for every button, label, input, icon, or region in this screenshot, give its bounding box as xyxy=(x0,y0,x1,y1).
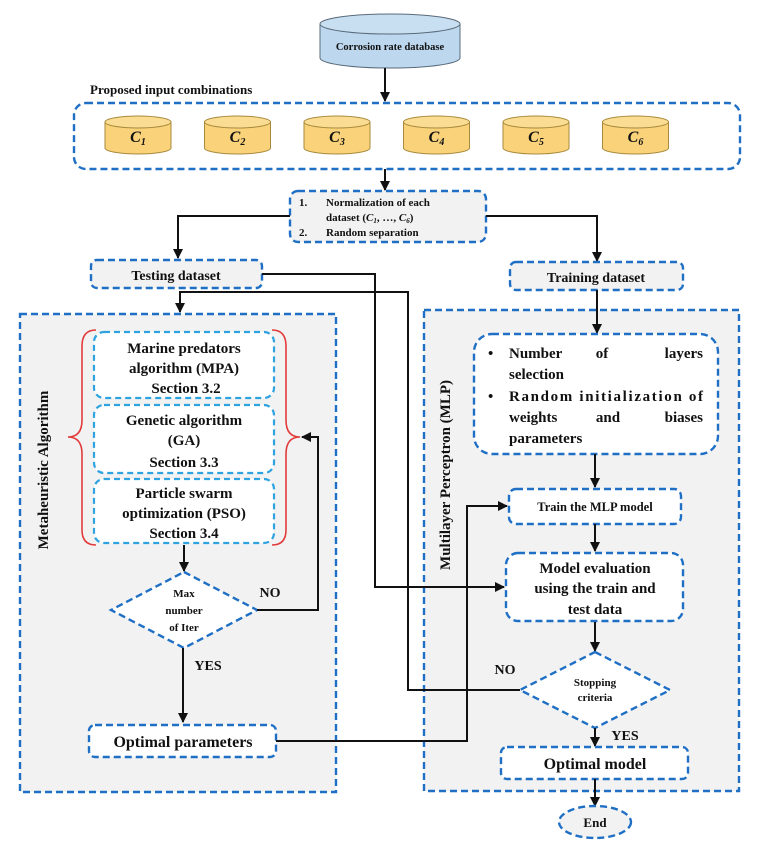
testing-dataset-label: Testing dataset xyxy=(131,269,221,284)
algorithm-box-pso xyxy=(92,477,276,545)
algorithm-box-ga xyxy=(92,403,276,475)
mlp-setup-text: • Number of layers selection • Random in… xyxy=(488,346,704,447)
arrow-no-loop xyxy=(257,432,319,611)
dataset-cylinder-c3: C3 xyxy=(303,115,371,155)
svg-text:of Iter: of Iter xyxy=(169,622,199,634)
model-evaluation-box xyxy=(504,551,685,623)
dataset-label: C6 xyxy=(628,129,644,148)
dataset-cylinder-c6: C6 xyxy=(602,115,669,155)
algorithm-box-mpa xyxy=(92,330,276,400)
dataset-cylinder-c4: C4 xyxy=(403,115,470,155)
svg-text:Section 3.2: Section 3.2 xyxy=(151,381,220,397)
svg-text:and: and xyxy=(596,410,621,426)
dataset-cylinder-c2: C2 xyxy=(204,115,271,155)
dataset-cylinder-c5: C5 xyxy=(502,115,570,155)
stopping-no-label: NO xyxy=(495,663,516,678)
dataset-label: C1 xyxy=(130,129,146,148)
svg-text:1.: 1. xyxy=(299,197,308,209)
dataset-label: C5 xyxy=(528,129,544,148)
arrow-testing-to-evaluation xyxy=(262,273,505,592)
svg-text:selection: selection xyxy=(509,367,565,383)
optimal-parameters-box xyxy=(87,723,278,759)
svg-text:algorithm (MPA): algorithm (MPA) xyxy=(129,361,239,377)
mlp-title: Multilayer Perceptron (MLP) xyxy=(438,380,454,570)
max-iter-no-label: NO xyxy=(260,586,281,601)
svg-text:Genetic algorithm: Genetic algorithm xyxy=(126,413,243,429)
svg-text:(GA): (GA) xyxy=(168,433,201,449)
preprocess-text: 1. Normalization of each dataset (C1, …,… xyxy=(299,197,430,239)
stopping-yes-label: YES xyxy=(611,729,638,744)
optimal-model-label: Optimal model xyxy=(544,756,647,773)
preprocess-step1: Normalization of each xyxy=(326,197,430,209)
corrosion-database: Corrosion rate database xyxy=(319,13,461,69)
train-mlp-label: Train the MLP model xyxy=(537,500,653,514)
svg-text:Particle swarm: Particle swarm xyxy=(135,486,233,502)
svg-text:•: • xyxy=(488,346,493,362)
training-dataset-label: Training dataset xyxy=(547,271,645,286)
svg-text:2.: 2. xyxy=(299,227,308,239)
svg-text:Model evaluation: Model evaluation xyxy=(539,561,651,577)
svg-text:Stopping: Stopping xyxy=(574,677,617,689)
svg-text:biases: biases xyxy=(665,410,704,426)
dataset-label: C3 xyxy=(329,129,345,148)
svg-text:optimization (PSO): optimization (PSO) xyxy=(122,506,246,522)
svg-text:Marine predators: Marine predators xyxy=(127,341,241,357)
svg-text:Number: Number xyxy=(509,346,563,362)
svg-text:of: of xyxy=(596,346,610,362)
input-combinations-title: Proposed input combinations xyxy=(90,82,252,97)
max-iter-yes-label: YES xyxy=(194,659,221,674)
end-label: End xyxy=(583,815,607,830)
end-terminal xyxy=(557,804,633,840)
optimal-parameters-label: Optimal parameters xyxy=(113,734,252,751)
svg-text:parameters: parameters xyxy=(509,431,582,447)
dataset-cylinder-c1: C1 xyxy=(104,115,172,155)
svg-text:weights: weights xyxy=(509,410,557,426)
svg-text:Section 3.4: Section 3.4 xyxy=(149,526,219,542)
svg-text:criteria: criteria xyxy=(578,692,613,704)
database-label: Corrosion rate database xyxy=(336,42,445,53)
metaheuristic-title: Metaheuristic Algorithm xyxy=(36,390,52,549)
svg-text:test data: test data xyxy=(568,602,623,618)
svg-text:number: number xyxy=(165,605,202,617)
svg-text:•: • xyxy=(488,389,493,405)
algorithm-group: Marine predators algorithm (MPA) Section… xyxy=(92,330,276,545)
arrow-optimal-params-to-train xyxy=(276,501,508,742)
preprocess-step1-cont: dataset (C1, …, C6) xyxy=(326,212,414,225)
dataset-cylinders: C1 C2 C3 C4 C5 C6 xyxy=(104,115,669,155)
dataset-label: C4 xyxy=(429,129,445,148)
arrow-to-testing xyxy=(173,215,290,259)
arrow-stopping-no-to-metaheuristic xyxy=(175,291,520,691)
left-brace xyxy=(67,329,97,546)
arrow-to-training xyxy=(486,215,602,262)
dataset-label: C2 xyxy=(230,129,246,148)
svg-text:using the train and: using the train and xyxy=(534,581,656,597)
preprocess-step2: Random separation xyxy=(326,227,419,239)
svg-text:Section 3.3: Section 3.3 xyxy=(149,455,218,471)
right-brace xyxy=(271,329,301,546)
input-combinations-box xyxy=(72,101,742,171)
max-iter-decision xyxy=(108,570,260,650)
svg-text:layers: layers xyxy=(665,346,703,362)
svg-text:Max: Max xyxy=(173,588,195,600)
